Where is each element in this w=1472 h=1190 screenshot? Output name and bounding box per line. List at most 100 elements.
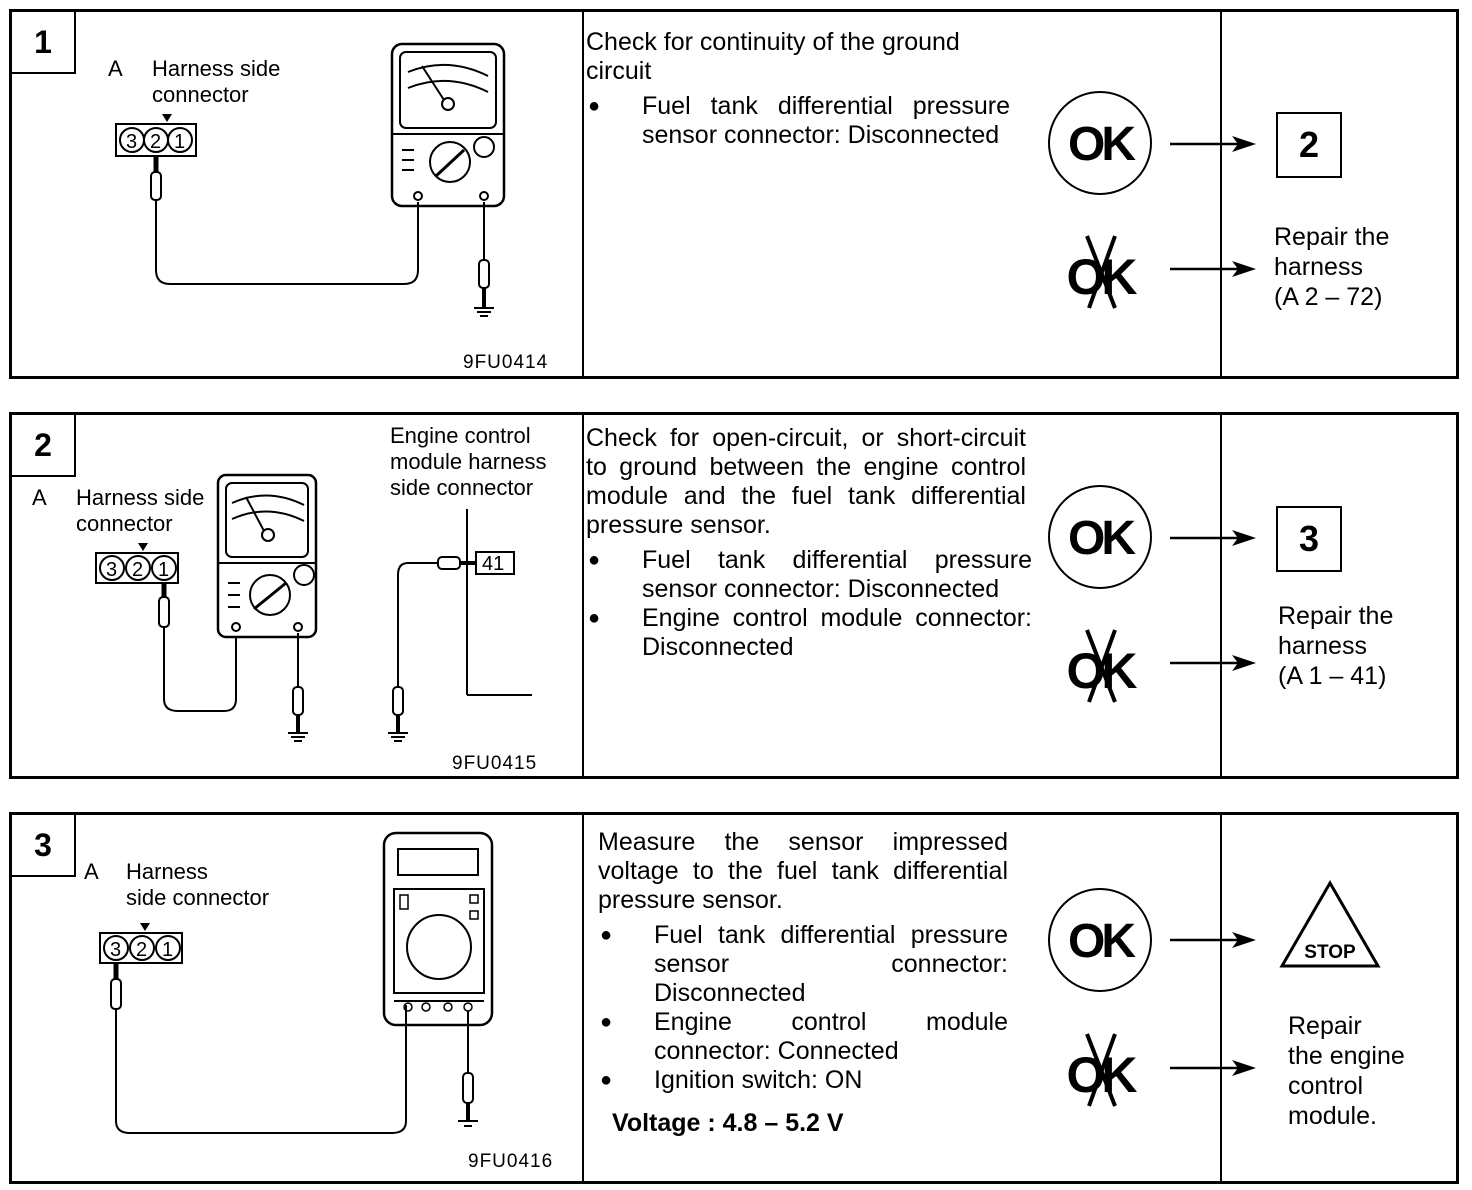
arrow-right-icon xyxy=(1170,1060,1256,1076)
connector-label-line2: connector xyxy=(76,511,173,536)
check-title: Measure the sensor impressed voltage to … xyxy=(598,828,1008,914)
column-divider xyxy=(582,415,584,776)
test-probe-icon xyxy=(150,156,162,201)
condition-item: Ignition switch: ON xyxy=(598,1066,1008,1095)
connector-id: A xyxy=(84,859,99,884)
check-title: Check for continuity of the ground circu… xyxy=(586,28,960,85)
ground-icon xyxy=(388,686,408,742)
repair-instruction: Repair the harness (A 2 – 72) xyxy=(1274,222,1389,312)
step-number: 1 xyxy=(12,12,76,74)
condition-item: Engine control module connector: Disconn… xyxy=(586,604,1032,662)
figure-code: 9FU0414 xyxy=(463,352,549,373)
test-lead xyxy=(115,1005,407,1134)
svg-text:OK: OK xyxy=(1068,915,1136,968)
repair-instruction: Repair the engine control module. xyxy=(1288,1011,1405,1131)
analog-multimeter-icon xyxy=(390,42,506,208)
test-lead xyxy=(155,200,419,285)
ecm-pin-label: 41 xyxy=(482,553,504,575)
connector-label-line1: Harness side xyxy=(152,56,281,81)
pin-label: 3 xyxy=(106,559,117,581)
circuit-drawing: 3 2 1 xyxy=(95,473,532,742)
condition-item: Fuel tank differential pressure sensor c… xyxy=(586,92,1010,150)
wiring-diagram: A Harness side connector Engine control … xyxy=(12,415,582,776)
repair-line: (A 2 – 72) xyxy=(1274,283,1383,311)
next-step-box[interactable]: 2 xyxy=(1276,112,1342,178)
harness-connector-icon: 3 2 1 xyxy=(99,923,183,964)
ok-circle-icon: OK xyxy=(1048,888,1152,992)
repair-line: Repair the xyxy=(1278,602,1394,630)
connector-label-line1: Harness side xyxy=(76,485,205,510)
next-step-box[interactable]: 3 xyxy=(1276,506,1342,572)
ecm-label-line2: module harness xyxy=(390,449,547,474)
connector-id: A xyxy=(32,485,47,510)
column-divider xyxy=(582,12,584,376)
ecm-pin-box: 41 xyxy=(475,551,515,575)
connector-id: A xyxy=(108,56,123,81)
step-2-description: Check for open-circuit, or short-circuit… xyxy=(586,424,1032,662)
harness-connector-icon: 3 2 1 xyxy=(95,543,179,584)
repair-line: (A 1 – 41) xyxy=(1278,662,1387,690)
connector-label-line1: Harness xyxy=(126,859,208,884)
circuit-drawing: 3 2 1 xyxy=(115,42,506,317)
arrow-right-icon xyxy=(1170,655,1256,671)
pin-label: 1 xyxy=(174,131,185,153)
svg-text:OK: OK xyxy=(1068,512,1136,565)
repair-line: the engine xyxy=(1288,1042,1405,1070)
pin-label: 1 xyxy=(162,939,173,961)
harness-connector-icon: 3 2 1 xyxy=(115,114,197,157)
wiring-diagram: A Harness side connector 3 2 1 xyxy=(12,12,582,376)
arrow-right-icon xyxy=(1170,530,1256,546)
ground-icon xyxy=(458,1072,478,1127)
arrow-right-icon xyxy=(1170,136,1256,152)
pin-label: 3 xyxy=(126,131,137,153)
column-divider xyxy=(582,815,584,1181)
repair-line: harness xyxy=(1274,253,1363,281)
pin-label: 3 xyxy=(110,939,121,961)
condition-item: Fuel tank differential pressure sensor c… xyxy=(598,921,1008,1008)
ground-icon xyxy=(474,259,494,317)
voltage-spec: Voltage : 4.8 – 5.2 V xyxy=(612,1109,844,1137)
repair-line: module. xyxy=(1288,1102,1377,1130)
test-probe-icon xyxy=(437,556,476,570)
pin-label: 2 xyxy=(136,939,147,961)
analog-multimeter-icon xyxy=(216,473,318,639)
test-probe-icon xyxy=(110,963,122,1010)
repair-line: harness xyxy=(1278,632,1367,660)
column-divider xyxy=(1220,815,1222,1181)
svg-text:STOP: STOP xyxy=(1304,942,1356,963)
digital-multimeter-icon xyxy=(382,831,494,1027)
ecm-label-line1: Engine control xyxy=(390,423,531,448)
ground-icon xyxy=(288,686,308,742)
ng-crossed-ok-icon: OK xyxy=(1067,629,1141,703)
figure-code: 9FU0415 xyxy=(452,753,538,774)
column-divider xyxy=(1220,12,1222,376)
step-2-panel: 2 A Harness side connector Engine contro… xyxy=(9,412,1459,779)
step-1-description: Check for continuity of the ground circu… xyxy=(586,28,1026,150)
step-3-panel: 3 A Harness side connector 3 2 1 xyxy=(9,812,1459,1184)
condition-item: Engine control module connector: Connect… xyxy=(598,1008,1008,1066)
check-title: Check for open-circuit, or short-circuit… xyxy=(586,424,1026,539)
step-3-description: Measure the sensor impressed voltage to … xyxy=(598,828,1008,1138)
pin-label: 2 xyxy=(132,559,143,581)
ng-crossed-ok-icon: OK xyxy=(1067,235,1141,309)
stop-sign-icon: STOP xyxy=(1279,880,1381,968)
repair-line: Repair the xyxy=(1274,223,1390,251)
svg-text:OK: OK xyxy=(1068,118,1136,171)
column-divider xyxy=(1220,415,1222,776)
arrow-right-icon xyxy=(1170,932,1256,948)
step-1-panel: 1 A Harness side connector 3 2 1 xyxy=(9,9,1459,379)
connector-label-line2: connector xyxy=(152,82,249,107)
pin-label: 1 xyxy=(158,559,169,581)
pin-label: 2 xyxy=(150,131,161,153)
ng-crossed-ok-icon: OK xyxy=(1067,1033,1141,1107)
arrow-right-icon xyxy=(1170,261,1256,277)
ok-circle-icon: OK xyxy=(1048,485,1152,589)
condition-item: Fuel tank differential pressure sensor c… xyxy=(586,546,1032,604)
test-lead xyxy=(397,562,438,687)
circuit-drawing: 3 2 1 xyxy=(99,831,494,1134)
test-probe-icon xyxy=(158,583,170,628)
step-number: 2 xyxy=(12,415,76,477)
repair-instruction: Repair the harness (A 1 – 41) xyxy=(1278,601,1393,691)
step-number: 3 xyxy=(12,815,76,877)
connector-label-line2: side connector xyxy=(126,885,270,910)
